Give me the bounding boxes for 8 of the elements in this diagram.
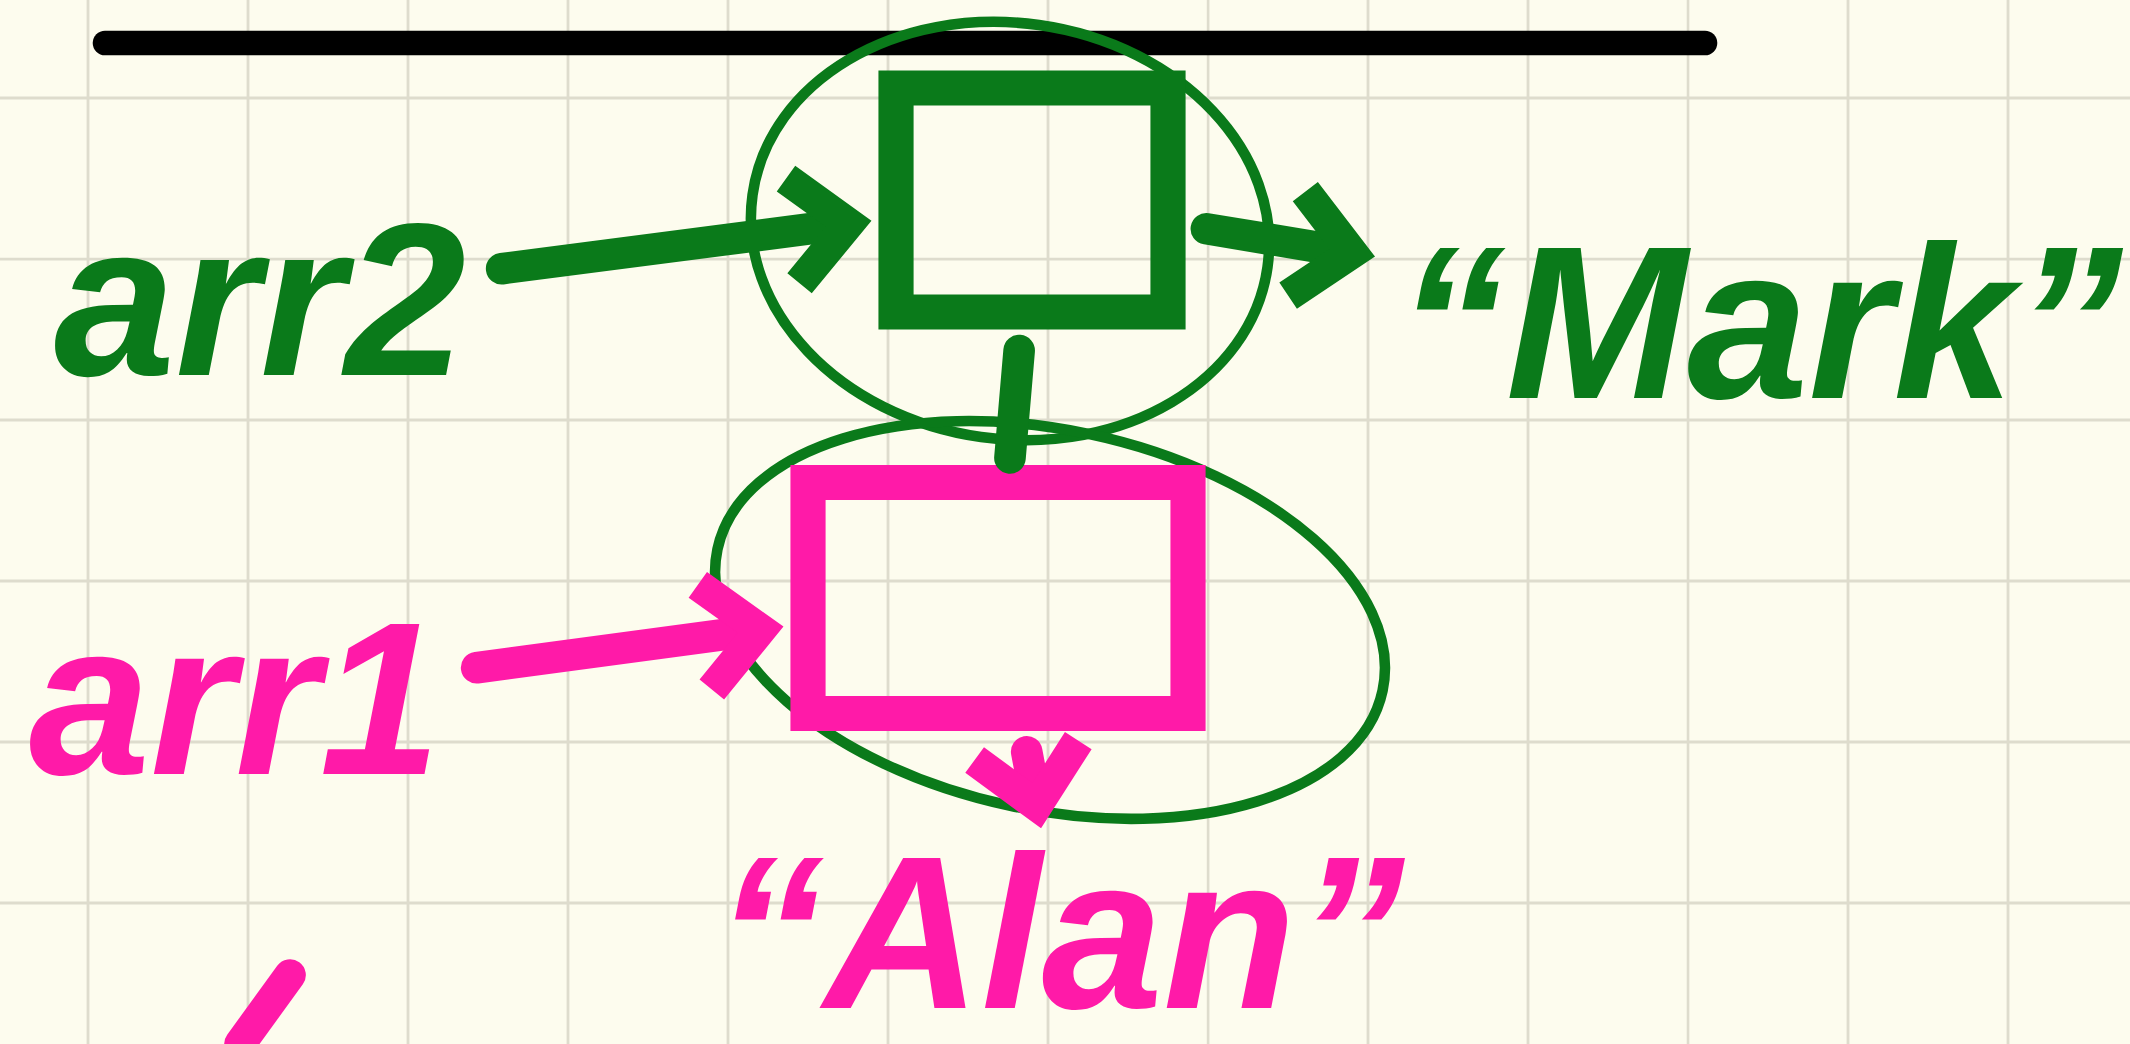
- handwritten-label: “Mark”: [1416, 240, 2124, 401]
- arrow: [485, 165, 872, 294]
- handwritten-label: arr2: [55, 222, 464, 378]
- drawn-box: [878, 70, 1186, 330]
- handwritten-label: “Alan”: [735, 850, 1405, 1011]
- arrow: [460, 572, 784, 700]
- handwritten-label: arr1: [30, 623, 430, 777]
- drawn-box: [790, 464, 1206, 732]
